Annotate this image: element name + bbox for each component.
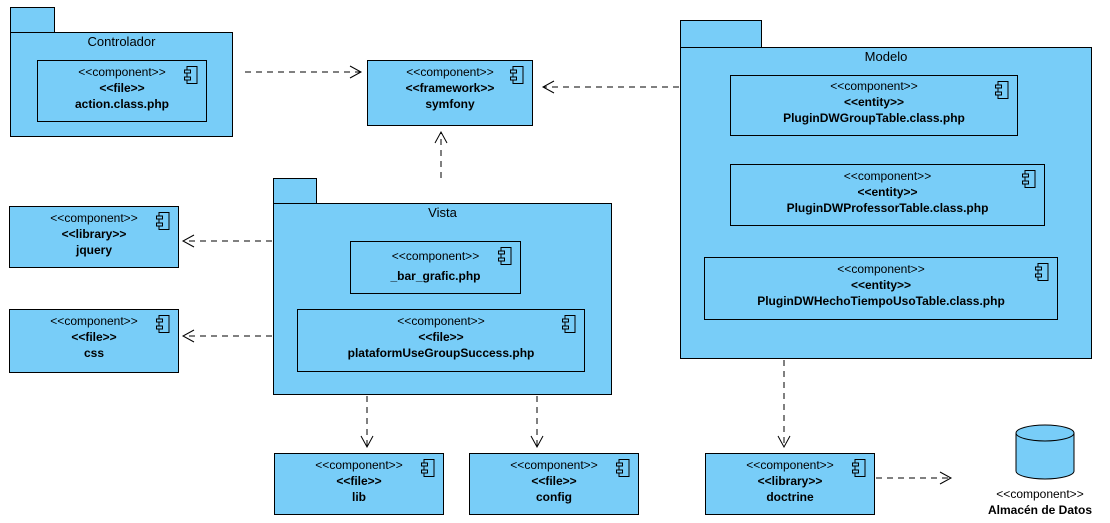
component-action-class[interactable]: <<component>> <<file>> action.class.php [37, 60, 207, 122]
component-css[interactable]: <<component>> <<file>> css [9, 309, 179, 373]
component-name: action.class.php [74, 97, 170, 111]
stereotype-label: <<component>> [746, 458, 834, 472]
component-name: plataformUseGroupSuccess.php [347, 346, 535, 360]
component-name: doctrine [766, 490, 814, 504]
stereotype-label: <<component>> [406, 65, 494, 79]
stereotype-label: <<component>> [830, 79, 918, 93]
component-plugin-dw-group-table[interactable]: <<component>> <<entity>> PluginDWGroupTa… [730, 75, 1018, 136]
component-plugin-dw-professor-table[interactable]: <<component>> <<entity>> PluginDWProfess… [730, 164, 1045, 226]
component-icon [562, 315, 576, 333]
arrowhead [349, 65, 363, 79]
component-icon [995, 81, 1009, 99]
stereotype-label: <<component>> [510, 458, 598, 472]
stereotype-label: <<component>> [50, 314, 138, 328]
package-vista-label: Vista [428, 205, 457, 220]
package-modelo-label: Modelo [864, 49, 908, 64]
component-icon [616, 459, 630, 477]
datastore-name: Almacén de Datos [987, 503, 1093, 517]
component-name: css [83, 346, 105, 360]
arrowhead [530, 435, 544, 449]
component-name: lib [352, 490, 366, 504]
component-name: PluginDWHechoTiempoUsoTable.class.php [757, 294, 1005, 308]
component-icon [1035, 263, 1049, 281]
component-icon [1022, 170, 1036, 188]
component-icon [156, 212, 170, 230]
component-name: PluginDWGroupTable.class.php [783, 111, 965, 125]
component-icon [421, 459, 435, 477]
stereotype-label: <<component>> [996, 487, 1084, 501]
component-icon [184, 66, 198, 84]
package-modelo-tab [680, 20, 762, 48]
component-name: PluginDWProfessorTable.class.php [786, 201, 989, 215]
arrowhead [181, 234, 195, 248]
datastore-label: <<component>> Almacén de Datos [970, 487, 1110, 518]
component-icon [852, 459, 866, 477]
stereotype-file-label: <<file>> [99, 81, 145, 95]
component-icon [498, 247, 512, 265]
arrowhead [777, 435, 791, 449]
component-icon [510, 66, 524, 84]
component-name: jquery [75, 243, 112, 257]
component-name: _bar_grafic.php [390, 269, 481, 283]
stereotype-label: <<component>> [397, 314, 485, 328]
component-icon [156, 315, 170, 333]
component-name: config [536, 490, 572, 504]
stereotype-file-label: <<file>> [418, 330, 464, 344]
component-lib[interactable]: <<component>> <<file>> lib [274, 453, 444, 515]
stereotype-label: <<component>> [391, 249, 480, 263]
component-name: symfony [425, 97, 475, 111]
package-vista-tab [273, 178, 317, 204]
component-symfony[interactable]: <<component>> <<framework>> symfony [367, 60, 533, 126]
arrowhead [939, 471, 953, 485]
stereotype-label: <<component>> [315, 458, 403, 472]
stereotype-label: <<component>> [837, 262, 925, 276]
stereotype-entity-label: <<entity>> [843, 95, 905, 109]
stereotype-library-label: <<library>> [757, 474, 823, 488]
component-plataform-use-group-success[interactable]: <<component>> <<file>> plataformUseGroup… [297, 309, 585, 372]
stereotype-entity-label: <<entity>> [857, 185, 918, 199]
component-bar-grafic[interactable]: <<component>> _bar_grafic.php [350, 241, 521, 294]
package-controlador-label: Controlador [87, 34, 156, 49]
arrowhead [434, 130, 448, 144]
component-jquery[interactable]: <<component>> <<library>> jquery [9, 206, 179, 268]
component-plugin-dw-hecho-tiempo-uso-table[interactable]: <<component>> <<entity>> PluginDWHechoTi… [704, 257, 1058, 320]
component-doctrine[interactable]: <<component>> <<library>> doctrine [705, 453, 875, 515]
arrowhead [181, 329, 195, 343]
stereotype-label: <<component>> [78, 65, 166, 79]
stereotype-library-label: <<library>> [61, 227, 127, 241]
arrowhead [541, 80, 555, 94]
stereotype-file-label: <<file>> [531, 474, 577, 488]
package-controlador-tab [10, 7, 55, 33]
stereotype-file-label: <<file>> [336, 474, 382, 488]
database-icon[interactable] [1014, 424, 1076, 480]
stereotype-entity-label: <<entity>> [850, 278, 912, 292]
stereotype-label: <<component>> [50, 211, 138, 225]
arrowhead [360, 435, 374, 449]
component-config[interactable]: <<component>> <<file>> config [469, 453, 639, 515]
stereotype-framework-label: <<framework>> [405, 81, 495, 95]
stereotype-label: <<component>> [843, 169, 932, 183]
stereotype-file-label: <<file>> [71, 330, 117, 344]
